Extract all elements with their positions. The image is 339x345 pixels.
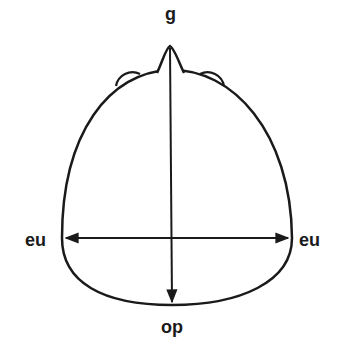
landmark-label: op bbox=[161, 318, 183, 336]
brow-left bbox=[116, 72, 140, 86]
breadth-arrow bbox=[66, 237, 288, 239]
length-arrow bbox=[170, 48, 172, 302]
landmark-label: eu bbox=[299, 231, 320, 249]
landmark-label: g bbox=[165, 5, 176, 23]
brow-right bbox=[200, 72, 224, 86]
head-outline bbox=[62, 70, 292, 305]
landmark-label: eu bbox=[25, 231, 46, 249]
